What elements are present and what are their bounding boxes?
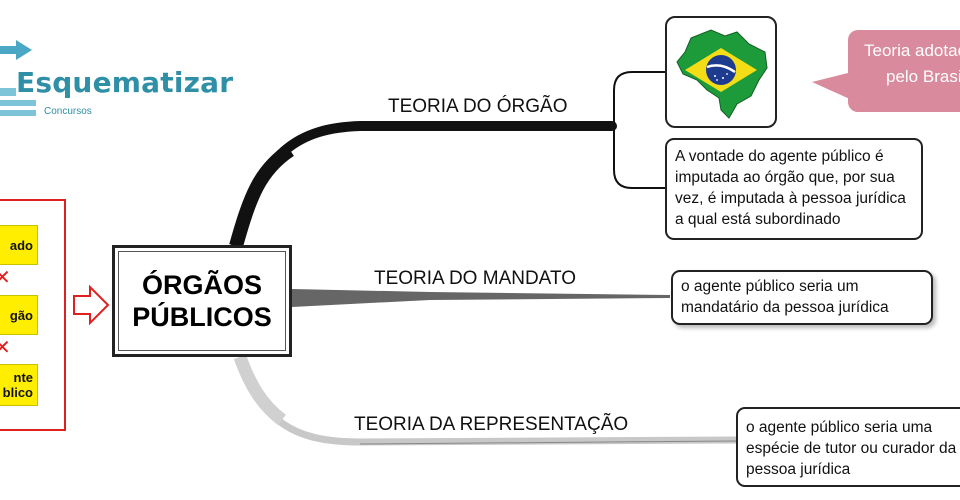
branch-label-mandato: TEORIA DO MANDATO xyxy=(374,268,576,289)
logo-title: Esquematizar xyxy=(16,66,234,99)
description-mandato: o agente público seria um mandatário da … xyxy=(671,270,933,325)
central-node-line2: PÚBLICOS xyxy=(132,302,272,332)
cross-icon: ✕ xyxy=(0,337,11,359)
description-representacao: o agente público seria uma espécie de tu… xyxy=(736,407,960,487)
branch-label-representacao: TEORIA DA REPRESENTAÇÃO xyxy=(354,414,629,435)
central-node: ÓRGÃOS PÚBLICOS xyxy=(112,245,292,357)
logo-subtitle: Concursos xyxy=(44,106,92,117)
central-node-line1: ÓRGÃOS xyxy=(141,270,262,300)
branch-connector-mandato xyxy=(292,289,670,307)
branch-label-orgao: TEORIA DO ÓRGÃO xyxy=(388,96,568,117)
left-panel-item: gão xyxy=(0,295,38,335)
branch-connector-orgao xyxy=(231,121,617,251)
left-panel-item: ado xyxy=(0,225,38,265)
description-orgao: A vontade do agente público é imputada a… xyxy=(665,138,923,240)
callout-tail xyxy=(812,72,852,100)
right-arrow-icon xyxy=(73,284,110,326)
adopted-theory-callout: Teoria adotada pelo Brasil xyxy=(848,30,960,112)
cross-icon: ✕ xyxy=(0,267,11,289)
logo-arrow-icon xyxy=(0,40,36,116)
brazil-map-flag-icon xyxy=(665,16,777,128)
fork-connector xyxy=(613,71,665,189)
